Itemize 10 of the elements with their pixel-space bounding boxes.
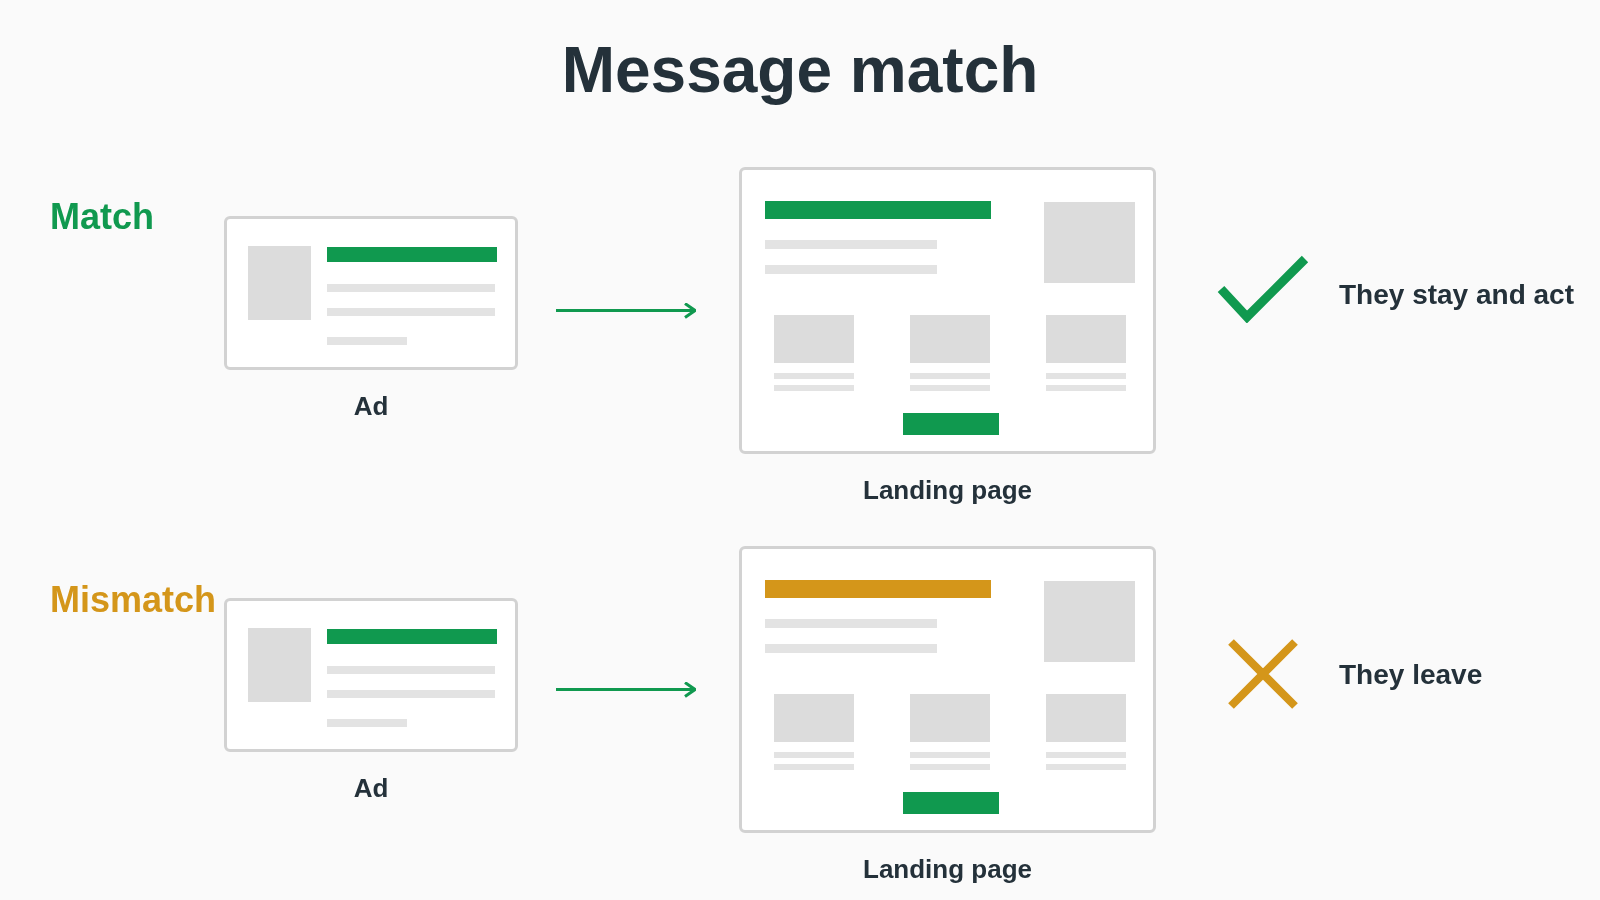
outcome-text: They leave	[1339, 658, 1483, 692]
node-label: Landing page	[863, 853, 1032, 886]
arrow	[556, 302, 697, 319]
node-label: Landing page	[863, 474, 1032, 507]
row-label: Match	[50, 195, 154, 239]
outcome-text: They stay and act	[1339, 278, 1574, 312]
node-label: Ad	[353, 772, 389, 805]
row-label: Mismatch	[50, 578, 217, 622]
arrow	[556, 681, 697, 698]
node-label: Ad	[353, 390, 389, 423]
